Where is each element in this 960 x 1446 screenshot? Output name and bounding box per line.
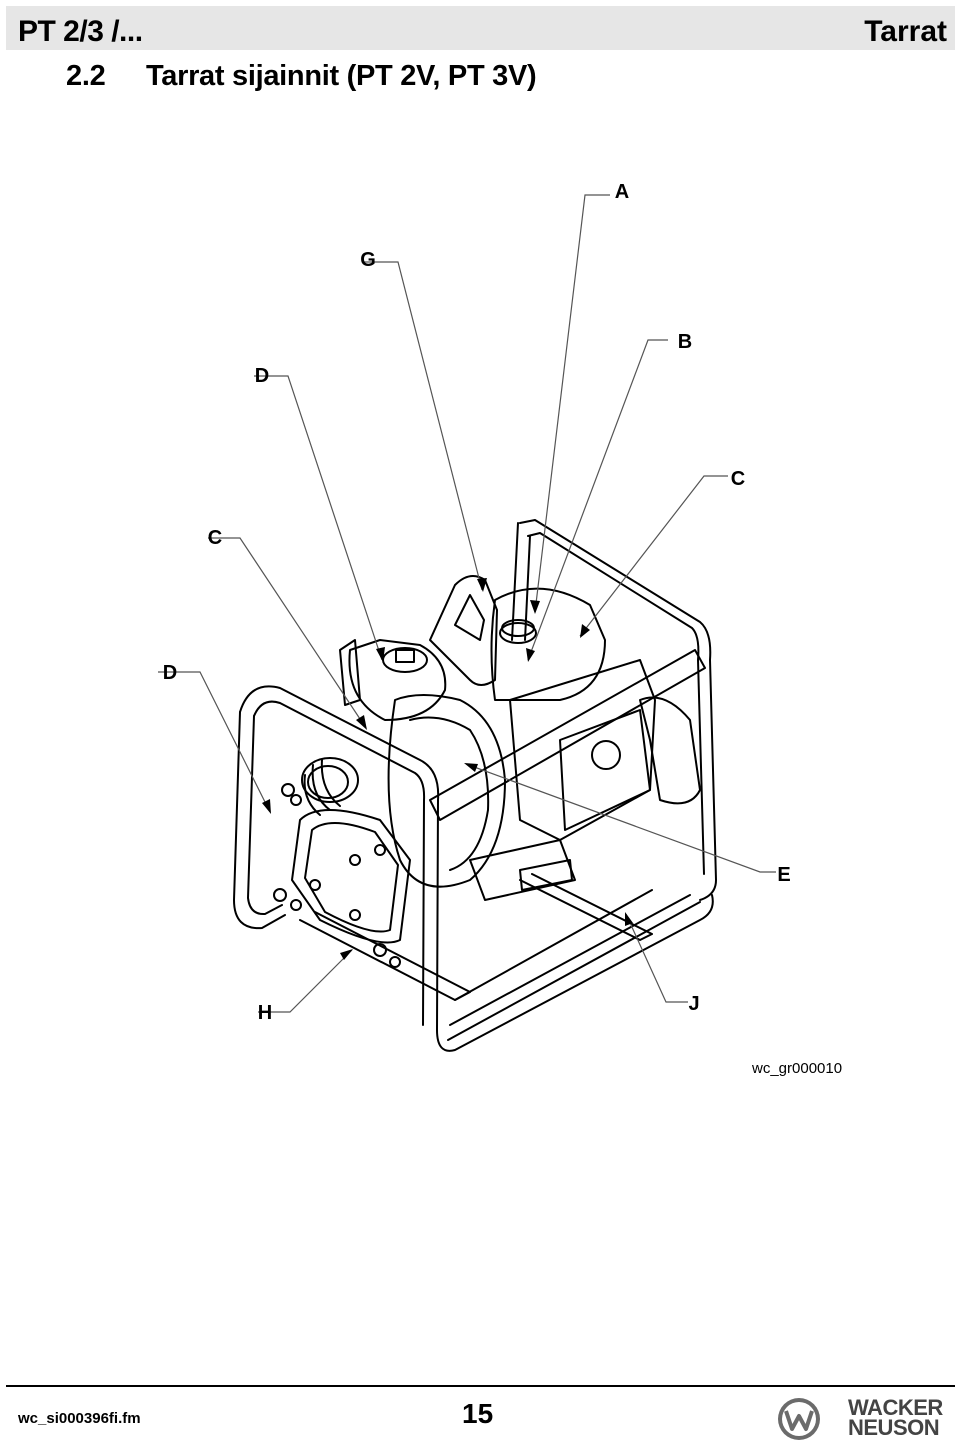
muffler: [639, 696, 701, 805]
section-title: Tarrat sijainnit (PT 2V, PT 3V): [146, 60, 537, 92]
arrowhead-d-upper: [376, 647, 385, 662]
suction-port-inner: [307, 765, 349, 799]
callout-a: A: [615, 181, 629, 203]
engine-port: [591, 740, 621, 770]
header-bar: PT 2/3 /... Tarrat: [6, 6, 955, 50]
front-cover-inner: [304, 821, 399, 933]
leader-c-right: [579, 475, 728, 637]
logo-line2: NEUSON: [848, 1415, 940, 1440]
bolt: [309, 879, 321, 891]
leader-j: [625, 913, 688, 1003]
frame-left-upright-inner: [524, 535, 531, 641]
arrowhead-d-lower: [262, 799, 271, 814]
leader-e: [465, 763, 776, 873]
arrowhead-j: [625, 912, 633, 926]
fuel-tank: [490, 587, 606, 701]
engine-block: [509, 659, 656, 841]
callout-d-lower: D: [163, 662, 177, 684]
arrowhead-h: [340, 949, 353, 960]
leader-a: [534, 194, 610, 613]
bolt: [273, 888, 287, 902]
bolt: [373, 943, 387, 957]
callout-g: G: [360, 249, 376, 271]
arrowhead-b: [526, 648, 535, 662]
logo-line1: WACKER: [848, 1395, 943, 1420]
callout-b: B: [678, 331, 692, 353]
bolt: [281, 783, 295, 797]
base-rail-left: [299, 911, 471, 1001]
arrowhead-c-right: [580, 624, 590, 638]
bolt: [349, 909, 361, 921]
base-rail-right: [519, 873, 653, 941]
page-number: 15: [462, 1398, 494, 1429]
discharge-neck: [348, 639, 447, 721]
pump-volute: [387, 694, 506, 888]
figure-id: wc_gr000010: [752, 1060, 843, 1077]
leader-d-lower: [158, 671, 271, 813]
priming-plug-cap: [395, 649, 415, 663]
arrowhead-e: [464, 763, 478, 772]
section-number: 2.2: [66, 60, 106, 92]
frame-bottom-rail: [447, 901, 701, 1041]
callout-c-right: C: [731, 468, 745, 490]
frame-left-leg-inner: [247, 715, 283, 916]
leader-h: [258, 949, 353, 1013]
suction-thread: [303, 759, 341, 816]
crossbar: [429, 649, 706, 821]
fuel-cap-top: [501, 619, 535, 637]
frame-front-loop-inner: [253, 700, 426, 1026]
front-cover: [291, 809, 411, 944]
base-mount: [469, 839, 576, 901]
section-heading: 2.2 Tarrat sijainnit (PT 2V, PT 3V): [66, 60, 537, 93]
callout-e: E: [777, 864, 790, 886]
wacker-neuson-logo-icon: [778, 1398, 820, 1440]
base-mount-foot: [519, 859, 573, 891]
callout-d-upper: D: [255, 365, 269, 387]
base-rail-cross: [454, 889, 653, 1001]
frame-bottom-rail-inner: [449, 894, 691, 1026]
bolt: [290, 899, 302, 911]
leader-c-left: [208, 537, 367, 729]
frame-rear-tube: [519, 519, 717, 901]
engine-side: [559, 709, 651, 831]
header-chapter-title: Tarrat: [864, 15, 947, 48]
bolt: [349, 854, 361, 866]
header-product-title: PT 2/3 /...: [18, 15, 143, 48]
bolt: [389, 956, 401, 968]
pump-volute-inner: [409, 716, 490, 871]
recoil-handle: [429, 575, 498, 686]
arrowhead-g: [477, 578, 487, 592]
logo-wordmark: WACKER NEUSON: [848, 1395, 943, 1440]
suction-port: [301, 757, 359, 803]
discharge-thread: [339, 639, 361, 706]
fuel-cap: [499, 622, 537, 644]
frame-left-leg: [233, 711, 286, 930]
bolt: [290, 794, 302, 806]
callout-h: H: [258, 1002, 272, 1024]
leader-d-upper: [254, 375, 383, 661]
bolt: [374, 844, 386, 856]
leader-b: [527, 339, 668, 661]
footer-file-name: wc_si000396fi.fm: [18, 1410, 141, 1427]
arrowhead-a: [530, 600, 540, 614]
recoil-handle-hole: [454, 594, 485, 641]
priming-plug: [382, 647, 428, 673]
callout-c-left: C: [208, 527, 222, 549]
leader-g: [362, 261, 483, 591]
frame-front-loop: [239, 685, 714, 1052]
frame-rear-tube-inner: [527, 532, 705, 875]
callout-j: J: [688, 993, 699, 1015]
footer-rule: [6, 1385, 955, 1387]
arrowhead-c-left: [356, 715, 367, 730]
